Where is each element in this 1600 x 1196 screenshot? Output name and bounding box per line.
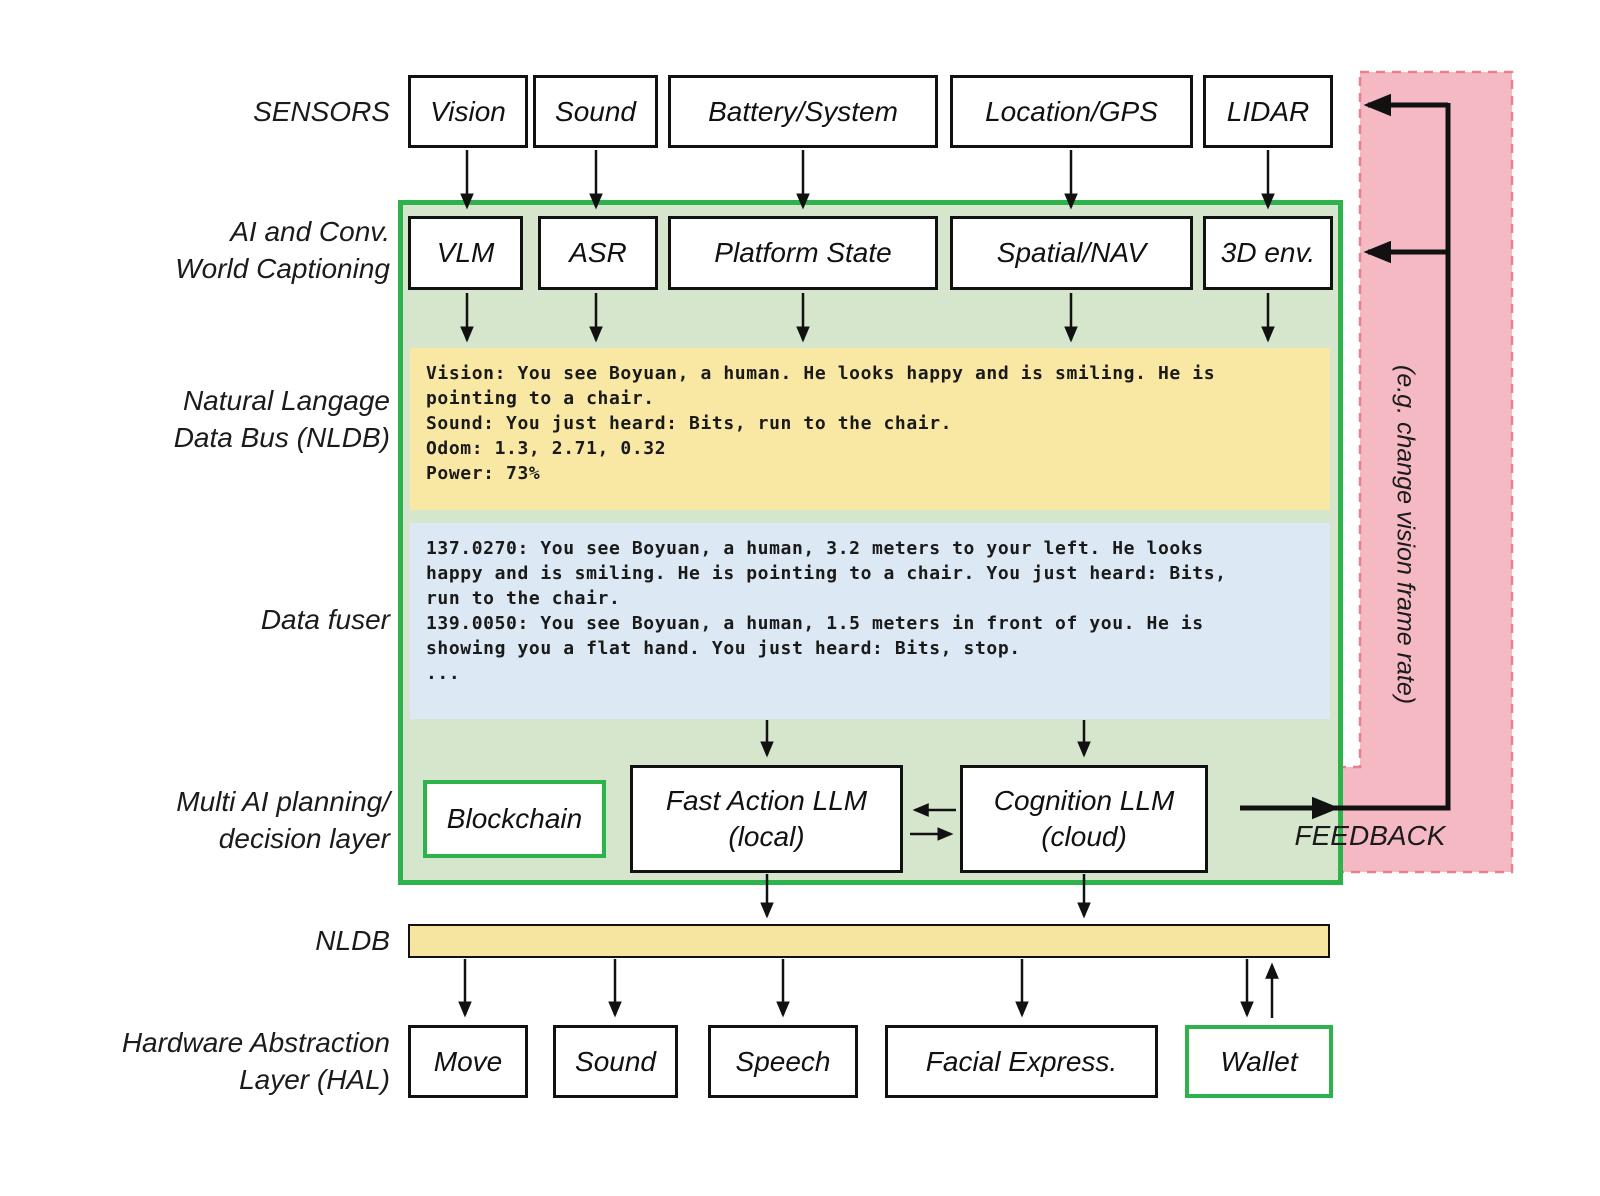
label-nldb-bar: NLDB <box>315 925 390 956</box>
sensor-to-captioning-arrows <box>460 150 1275 210</box>
label-nldb-bus-line1: Natural Langage <box>182 385 390 416</box>
box-hal-speech: Speech <box>708 1025 858 1098</box>
label-sensors: SENSORS <box>253 96 390 127</box>
box-hal-wallet: Wallet <box>1185 1025 1333 1098</box>
box-hal-move: Move <box>408 1025 528 1098</box>
box-sensor-battery: Battery/System <box>668 75 938 148</box>
feedback-note: (e.g. change vision frame rate) <box>1391 365 1420 705</box>
label-ai-captioning-line2: World Captioning <box>175 253 390 284</box>
label-planning-layer: Multi AI planning/ decision layer <box>0 783 390 857</box>
label-nldb-bus-line2: Data Bus (NLDB) <box>173 422 390 453</box>
label-ai-captioning-line1: AI and Conv. <box>230 216 390 247</box>
box-vlm: VLM <box>408 216 523 290</box>
box-spatial-nav: Spatial/NAV <box>950 216 1193 290</box>
box-sensor-lidar: LIDAR <box>1203 75 1333 148</box>
box-cognition-llm: Cognition LLM (cloud) <box>960 765 1208 873</box>
nldb-bar <box>408 924 1330 958</box>
label-ai-captioning: AI and Conv. World Captioning <box>0 213 390 287</box>
box-hal-facial: Facial Express. <box>885 1025 1158 1098</box>
label-data-fuser: Data fuser <box>260 604 390 635</box>
nldb-bus-textbox: Vision: You see Boyuan, a human. He look… <box>410 348 1330 510</box>
cognition-llm-title: Cognition LLM <box>993 785 1175 816</box>
label-nldb-bus: Natural Langage Data Bus (NLDB) <box>0 382 390 456</box>
label-hal: Hardware Abstraction Layer (HAL) <box>0 1024 390 1098</box>
box-fast-action-llm: Fast Action LLM (local) <box>630 765 903 873</box>
box-blockchain: Blockchain <box>423 780 606 858</box>
cognition-llm-subtitle: (cloud) <box>1041 821 1127 852</box>
box-asr: ASR <box>538 216 658 290</box>
fast-action-llm-title: Fast Action LLM <box>665 785 868 816</box>
box-sensor-sound: Sound <box>533 75 658 148</box>
label-planning-line1: Multi AI planning/ <box>176 786 390 817</box>
box-3d-env: 3D env. <box>1203 216 1333 290</box>
label-planning-line2: decision layer <box>218 823 390 854</box>
fast-action-llm-subtitle: (local) <box>728 821 805 852</box>
box-sensor-vision: Vision <box>408 75 528 148</box>
box-sensor-gps: Location/GPS <box>950 75 1193 148</box>
box-hal-sound: Sound <box>553 1025 678 1098</box>
label-hal-line1: Hardware Abstraction <box>121 1027 390 1058</box>
nldb-bar-to-hal-arrows <box>458 959 1279 1018</box>
feedback-label: FEEDBACK <box>1294 820 1446 851</box>
box-platform-state: Platform State <box>668 216 938 290</box>
data-fuser-textbox: 137.0270: You see Boyuan, a human, 3.2 m… <box>410 523 1330 719</box>
label-hal-line2: Layer (HAL) <box>239 1064 390 1095</box>
